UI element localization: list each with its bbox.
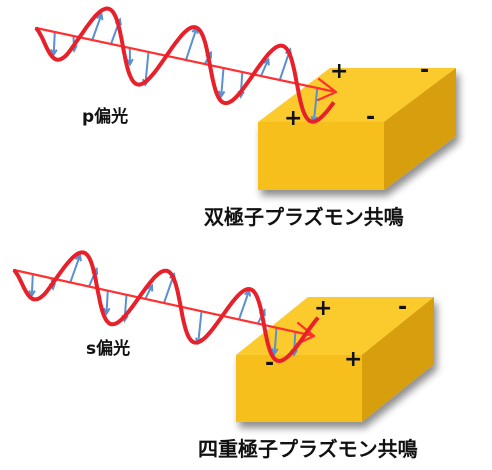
field-vector (52, 31, 56, 55)
field-vector-head (102, 307, 111, 316)
block-front-face (236, 355, 362, 422)
field-vector (238, 290, 251, 320)
field-vector (197, 311, 203, 344)
panel-dipole: + - + - p偏光 双極子プラズモン共鳴 (34, 6, 456, 229)
field-vector-head (262, 57, 270, 66)
field-vector-head (271, 347, 279, 356)
polarization-label: s偏光 (86, 338, 130, 359)
block-front-face (258, 122, 384, 190)
panel-quadrupole: + - - + s偏光 四重極子プラズモン共鳴 (12, 250, 434, 461)
wave-curve (34, 6, 336, 124)
field-vector-head (28, 289, 36, 298)
gold-block (236, 297, 434, 422)
field-vector-head (74, 253, 82, 262)
charge-sign: - (265, 351, 274, 376)
propagation-arrow (34, 26, 338, 94)
field-vector (273, 327, 278, 354)
field-vector (144, 285, 153, 300)
charge-sign: - (420, 58, 429, 83)
charge-sign: + (330, 59, 348, 84)
field-vector (91, 13, 103, 41)
resonance-label: 双極子プラズモン共鳴 (204, 205, 404, 229)
light-wave (34, 6, 338, 124)
charge-sign: + (284, 106, 302, 131)
block-top-face (258, 68, 456, 122)
wave-curve (12, 250, 320, 363)
field-vector-head (217, 90, 226, 99)
block-top-face (236, 297, 434, 355)
propagation-arrow (12, 268, 316, 338)
field-vector (185, 27, 198, 61)
field-vector-head (146, 283, 154, 292)
block-side-face (384, 68, 456, 190)
arrow-head (316, 77, 338, 102)
light-wave (12, 250, 320, 363)
field-vector (312, 87, 319, 123)
field-vector (105, 290, 109, 314)
field-vector-head (50, 48, 58, 57)
charge-sign: + (344, 347, 362, 372)
field-vector-head (96, 12, 104, 21)
charge-sign: - (398, 295, 407, 320)
field-vector (30, 274, 34, 296)
field-vector (220, 67, 225, 97)
resonance-label: 四重極子プラズモン共鳴 (198, 437, 418, 461)
field-vector (69, 254, 81, 283)
polarization-label: p偏光 (82, 106, 128, 127)
charge-sign: + (314, 296, 332, 321)
gold-block (258, 68, 456, 190)
block-side-face (362, 297, 434, 422)
field-vector (260, 58, 270, 77)
field-vector-head (126, 58, 134, 67)
charge-sign: - (366, 105, 375, 130)
